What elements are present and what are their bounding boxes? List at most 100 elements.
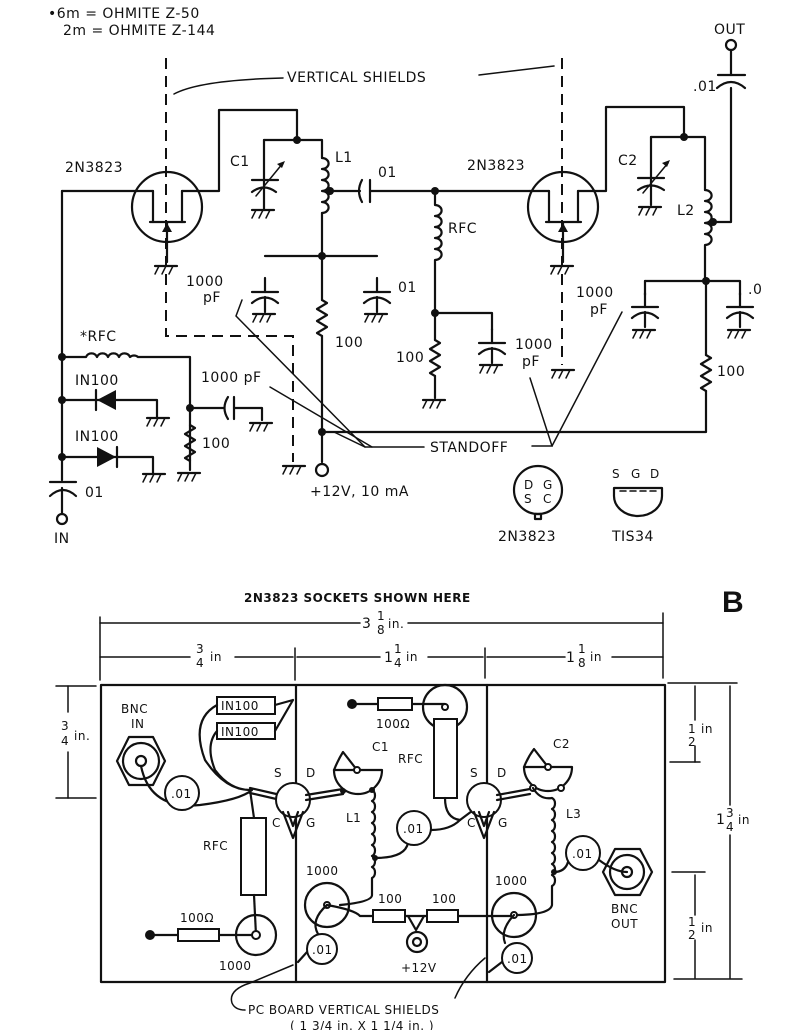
res-100-label: 100 bbox=[396, 350, 424, 366]
leader-line bbox=[235, 299, 366, 448]
leader-line bbox=[333, 431, 425, 448]
capacitor-1000pf bbox=[250, 276, 280, 314]
bnc-out-label: OUT bbox=[611, 917, 638, 931]
resistor-100-ohm bbox=[377, 697, 413, 711]
svg-text:in: in bbox=[738, 813, 750, 827]
ground-icon bbox=[251, 312, 277, 324]
svg-text:3: 3 bbox=[726, 806, 734, 820]
resistor-100-ohm bbox=[177, 928, 220, 942]
cap-01-right-label: .01 bbox=[507, 952, 528, 966]
inductor-l2 bbox=[703, 188, 713, 283]
capacitor-01 bbox=[306, 933, 338, 965]
resistor-100 bbox=[426, 909, 459, 923]
res-a-label: 100 bbox=[378, 892, 402, 906]
svg-text:1: 1 bbox=[688, 915, 696, 929]
cap-coupling-label: .01 bbox=[403, 822, 424, 836]
rfc-label: RFC bbox=[448, 221, 477, 237]
capacitor-01 bbox=[396, 810, 432, 846]
ground-icon bbox=[363, 312, 389, 324]
trimmer-c1[interactable] bbox=[332, 750, 384, 796]
pinout-tis34-label: TIS34 bbox=[611, 529, 654, 545]
supply-label: +12V, 10 mA bbox=[310, 484, 409, 500]
cap-in-label: .01 bbox=[171, 787, 192, 801]
capacitor-01 bbox=[501, 942, 533, 974]
leader-line bbox=[173, 77, 284, 95]
pin-g: G bbox=[498, 816, 508, 830]
svg-text:1: 1 bbox=[688, 722, 696, 736]
pinout-2n3823: D G S C bbox=[512, 464, 564, 521]
resistor-100 bbox=[699, 353, 713, 393]
ground-icon bbox=[550, 368, 576, 380]
diode-2-label: IN100 bbox=[221, 725, 259, 739]
input-rf-choke bbox=[60, 352, 192, 472]
shields-label: PC BOARD VERTICAL SHIELDS bbox=[248, 1003, 439, 1017]
res-100-label: 100 bbox=[717, 364, 745, 380]
wire bbox=[262, 138, 324, 160]
svg-text:D: D bbox=[524, 478, 534, 492]
cap-1000pf-label: 1000 bbox=[576, 285, 614, 301]
wire bbox=[139, 764, 254, 807]
bnc-out-connector[interactable] bbox=[601, 847, 654, 897]
pin-d: D bbox=[306, 766, 316, 780]
leader-line bbox=[454, 957, 486, 999]
wire bbox=[443, 796, 462, 822]
socket-q2 bbox=[466, 782, 502, 840]
cap-1000-mid-label: 1000 bbox=[306, 864, 339, 878]
l1-label: L1 bbox=[346, 811, 361, 825]
pin-c: C bbox=[467, 816, 476, 830]
svg-text:4: 4 bbox=[61, 734, 69, 748]
variable-capacitor-c2 bbox=[636, 135, 670, 207]
l2-label: L2 bbox=[677, 203, 695, 219]
bnc-in-connector[interactable] bbox=[115, 735, 167, 787]
diode-1-label: IN100 bbox=[75, 373, 119, 389]
resistor-100 bbox=[315, 298, 329, 338]
cap-1000pf-label: 1000 bbox=[515, 337, 553, 353]
supply-feedthrough[interactable] bbox=[405, 930, 429, 954]
resistor-100 bbox=[428, 338, 442, 378]
svg-text:G: G bbox=[543, 478, 553, 492]
cap-01-label: 01 bbox=[398, 280, 417, 296]
svg-text:in: in bbox=[210, 650, 222, 664]
pin-g: G bbox=[306, 816, 316, 830]
cap-1000pf-label: 1000 bbox=[186, 274, 224, 290]
ground-icon bbox=[141, 472, 167, 484]
res-100-label: 100 bbox=[335, 335, 363, 351]
ground-icon bbox=[145, 416, 171, 428]
svg-text:4: 4 bbox=[394, 656, 402, 670]
ground-icon bbox=[549, 264, 575, 276]
transistor-q2 bbox=[526, 170, 600, 264]
output-terminal[interactable] bbox=[724, 38, 738, 52]
pinout-2n3823-label: 2N3823 bbox=[498, 529, 556, 545]
c1-label: C1 bbox=[230, 154, 250, 170]
socket-q1 bbox=[275, 782, 311, 840]
capacitor-1000 bbox=[303, 881, 351, 929]
layout-title: 2N3823 SOCKETS SHOWN HERE bbox=[244, 591, 471, 605]
resistor-100 bbox=[372, 909, 406, 923]
standoff-label: STANDOFF bbox=[430, 440, 508, 456]
capacitor-01 bbox=[565, 835, 601, 871]
rfc-left-label: RFC bbox=[203, 839, 228, 853]
capacitor-01 bbox=[164, 775, 200, 811]
wire bbox=[198, 703, 252, 792]
input-terminal[interactable] bbox=[55, 512, 69, 526]
cap-1000-right-label: 1000 bbox=[495, 874, 528, 888]
svg-text:8: 8 bbox=[377, 623, 385, 637]
c2-label: C2 bbox=[553, 737, 570, 751]
ground-icon bbox=[637, 205, 663, 217]
svg-text:1: 1 bbox=[394, 642, 402, 656]
l1-label: L1 bbox=[335, 150, 353, 166]
cap-01-mid-label: .01 bbox=[312, 943, 333, 957]
res-top-label: 100Ω bbox=[376, 717, 410, 731]
inductor-l3 bbox=[512, 786, 557, 917]
supply-terminal bbox=[314, 462, 330, 478]
in-label: IN bbox=[54, 531, 70, 547]
in-cap-label: 01 bbox=[85, 485, 104, 501]
resistor-100 bbox=[183, 423, 197, 463]
drain-lead bbox=[304, 787, 345, 802]
trimmer-c2[interactable] bbox=[522, 747, 574, 793]
svg-text:S: S bbox=[524, 492, 532, 506]
leader-line bbox=[478, 65, 555, 76]
svg-text:1: 1 bbox=[578, 642, 586, 656]
wire bbox=[314, 903, 329, 936]
ground-icon bbox=[153, 264, 179, 276]
